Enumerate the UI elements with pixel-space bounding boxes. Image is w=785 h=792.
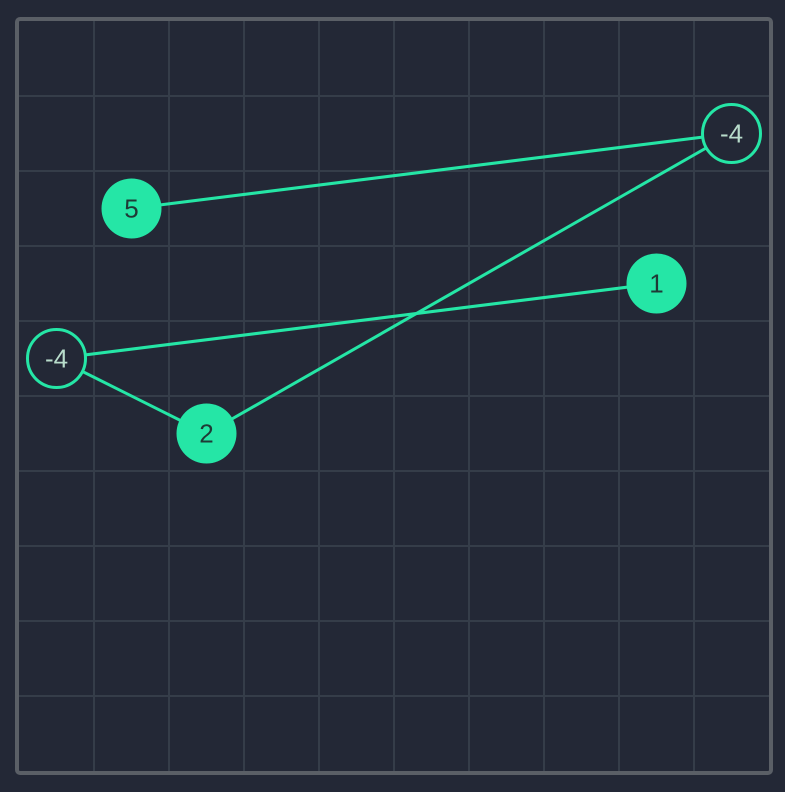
board-node[interactable]: -4 — [26, 328, 87, 389]
node-circle — [101, 178, 162, 239]
node-value: -4 — [45, 344, 68, 374]
edge-line — [205, 132, 733, 435]
board-node[interactable]: 1 — [626, 253, 687, 314]
board-node[interactable]: 2 — [176, 403, 237, 464]
node-value: -4 — [720, 119, 743, 149]
node-circle — [26, 328, 87, 389]
edge-line — [131, 132, 732, 210]
edge-line — [56, 282, 657, 360]
grid-lines — [19, 21, 769, 771]
node-value: 1 — [649, 269, 663, 299]
board-node[interactable]: 5 — [101, 178, 162, 239]
node-circle — [176, 403, 237, 464]
node-circle — [626, 253, 687, 314]
node-value: 5 — [124, 194, 138, 224]
node-circle — [701, 103, 762, 164]
board-node[interactable]: -4 — [701, 103, 762, 164]
node-value: 2 — [199, 419, 213, 449]
node-layer: -4 5 1 -4 2 — [26, 103, 762, 464]
